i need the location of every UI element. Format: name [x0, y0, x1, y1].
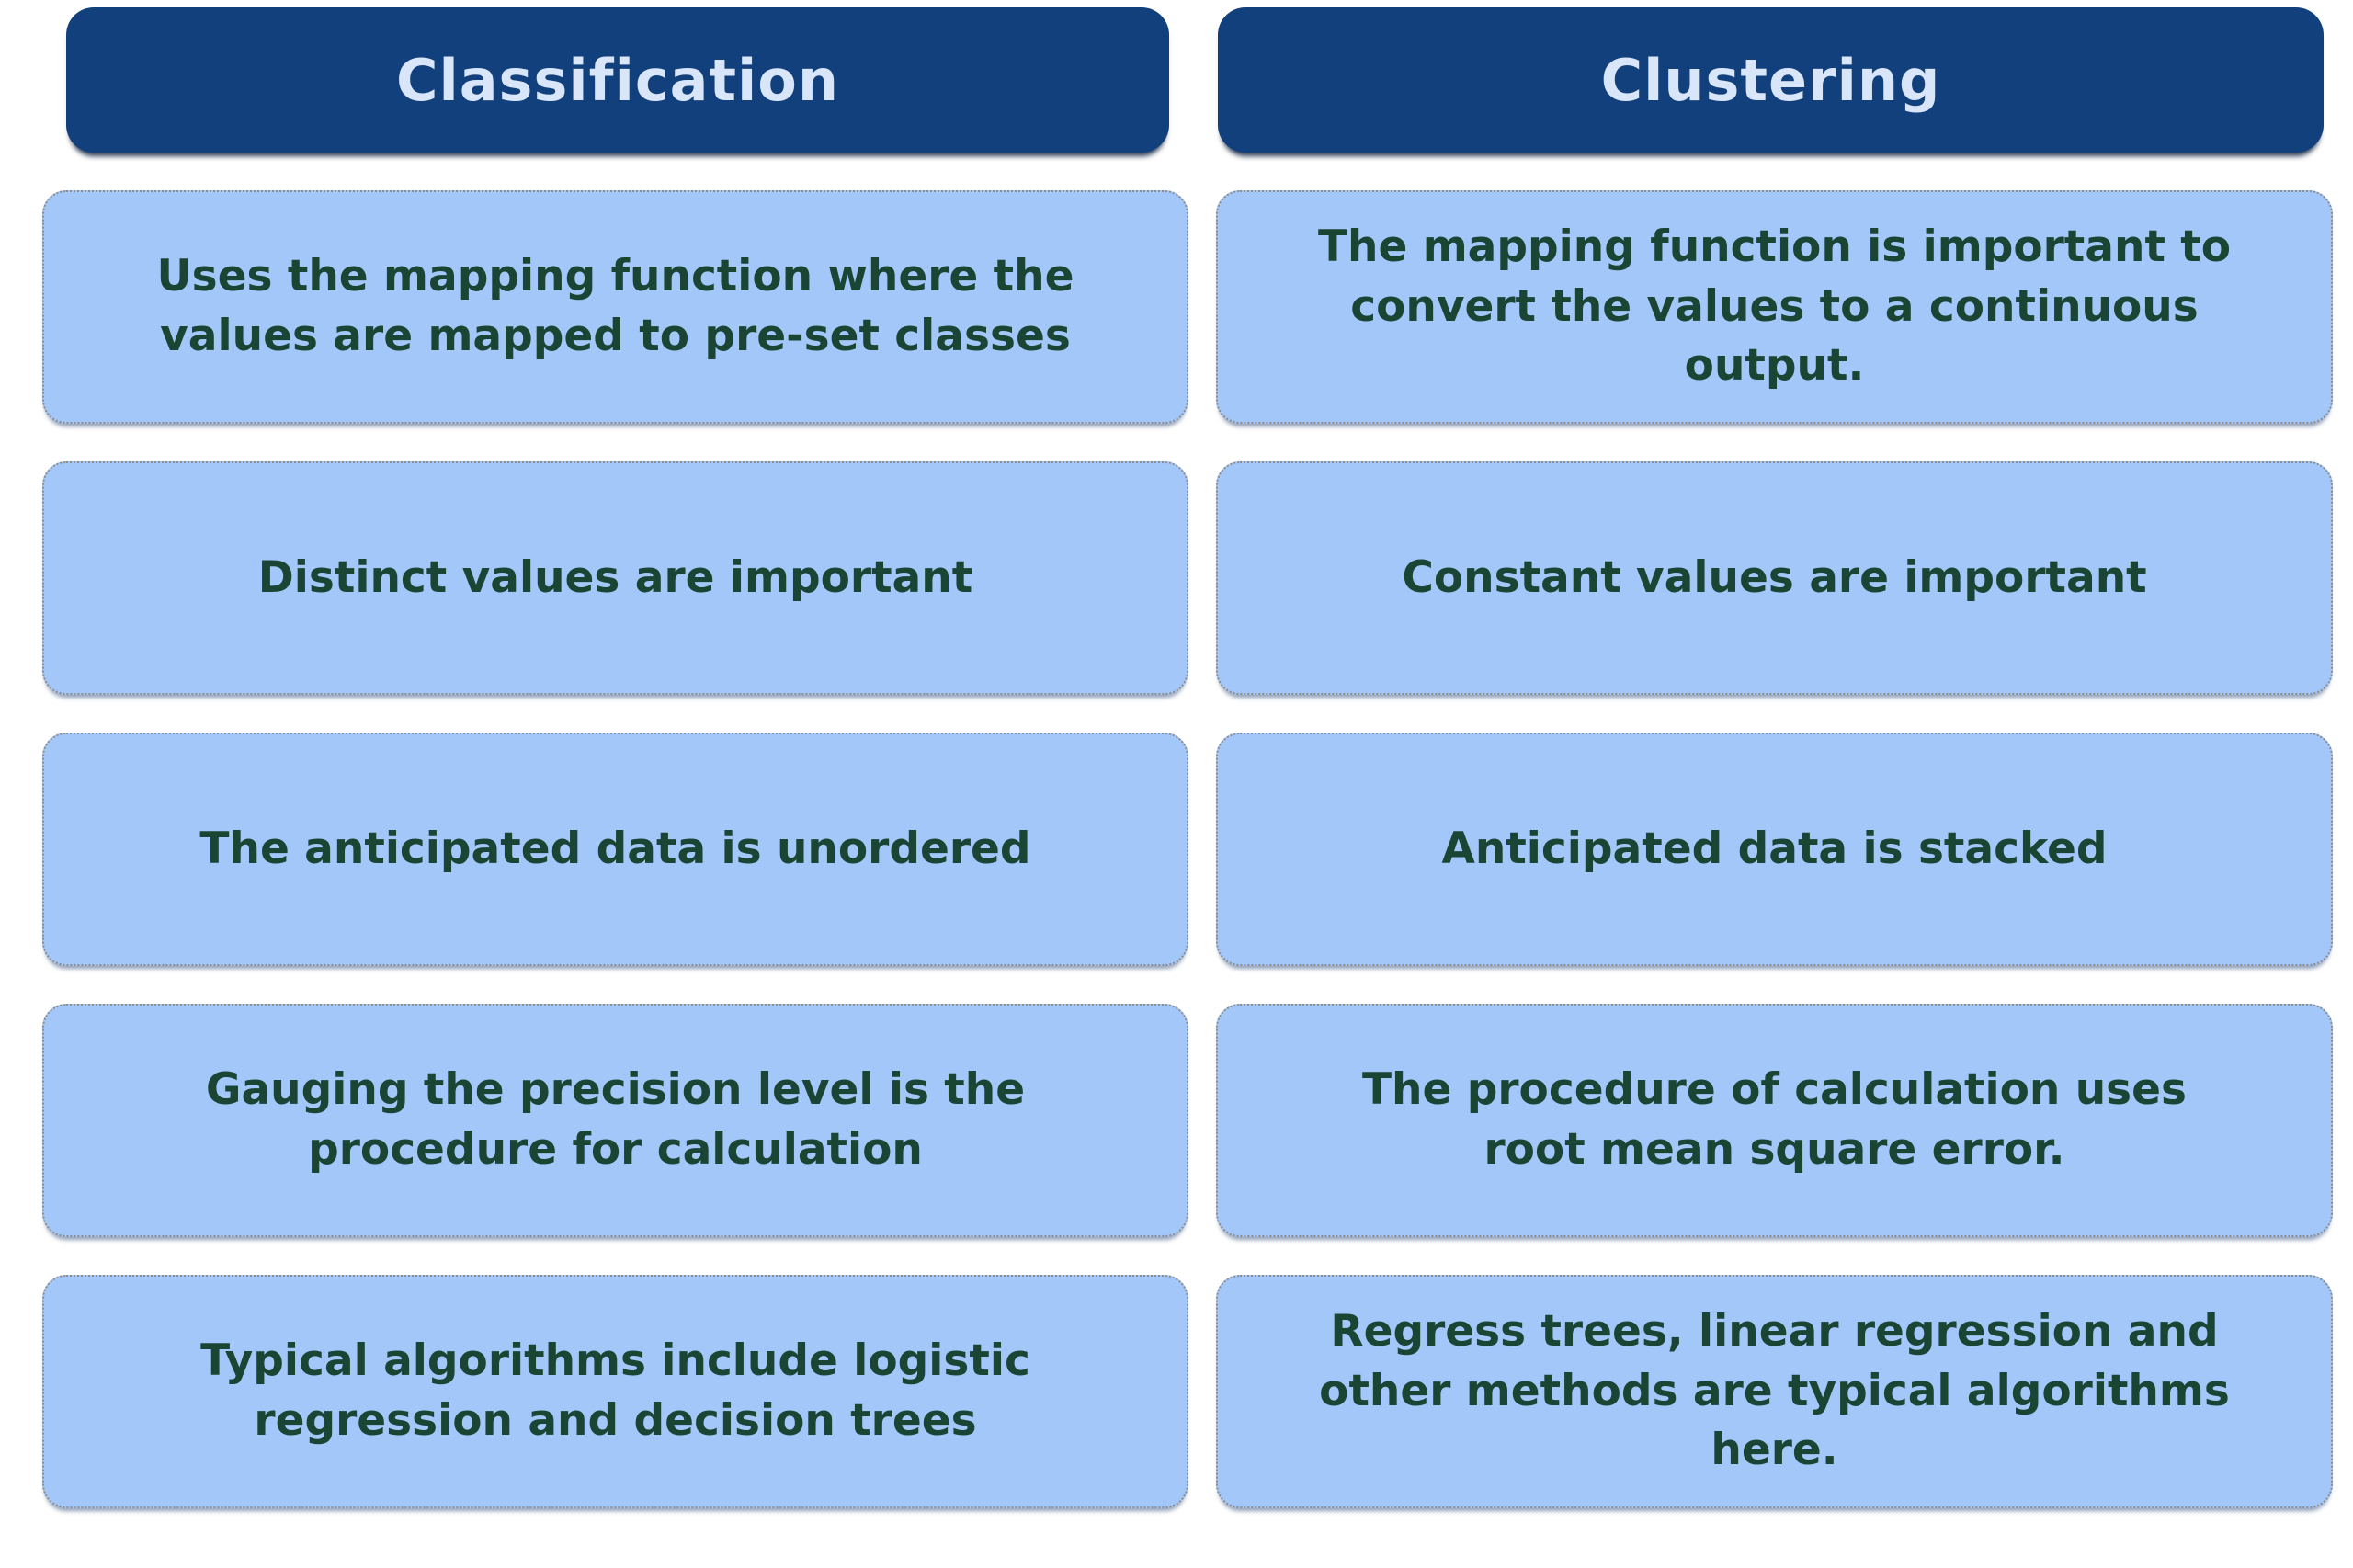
item-text: Uses the mapping function where the valu…: [156, 251, 1074, 361]
clustering-header: Clustering: [1218, 7, 2324, 153]
item-text: Anticipated data is stacked: [1441, 823, 2108, 874]
comparison-grid: Classification Clustering Uses the mappi…: [42, 7, 2333, 1508]
item-text: The mapping function is important to con…: [1317, 221, 2232, 392]
clustering-item-anticipated-data: Anticipated data is stacked: [1216, 733, 2333, 966]
clustering-header-label: Clustering: [1600, 46, 1941, 114]
classification-header-label: Classification: [395, 46, 840, 114]
classification-item-algorithms: Typical algorithms include logistic regr…: [42, 1275, 1188, 1508]
classification-item-mapping-function: Uses the mapping function where the valu…: [42, 190, 1188, 424]
classification-item-anticipated-data: The anticipated data is unordered: [42, 733, 1188, 966]
item-text: Gauging the precision level is the proce…: [205, 1064, 1026, 1175]
item-text: Regress trees, linear regression and oth…: [1319, 1305, 2230, 1476]
item-text: Typical algorithms include logistic regr…: [200, 1335, 1030, 1446]
clustering-item-algorithms: Regress trees, linear regression and oth…: [1216, 1275, 2333, 1508]
classification-item-values: Distinct values are important: [42, 461, 1188, 695]
classification-header: Classification: [66, 7, 1169, 153]
clustering-item-mapping-function: The mapping function is important to con…: [1216, 190, 2333, 424]
item-text: Constant values are important: [1402, 551, 2147, 603]
item-text: Distinct values are important: [257, 551, 973, 603]
clustering-item-values: Constant values are important: [1216, 461, 2333, 695]
item-text: The procedure of calculation uses root m…: [1361, 1064, 2188, 1175]
clustering-item-calculation: The procedure of calculation uses root m…: [1216, 1004, 2333, 1237]
classification-item-calculation: Gauging the precision level is the proce…: [42, 1004, 1188, 1237]
item-text: The anticipated data is unordered: [199, 823, 1031, 874]
